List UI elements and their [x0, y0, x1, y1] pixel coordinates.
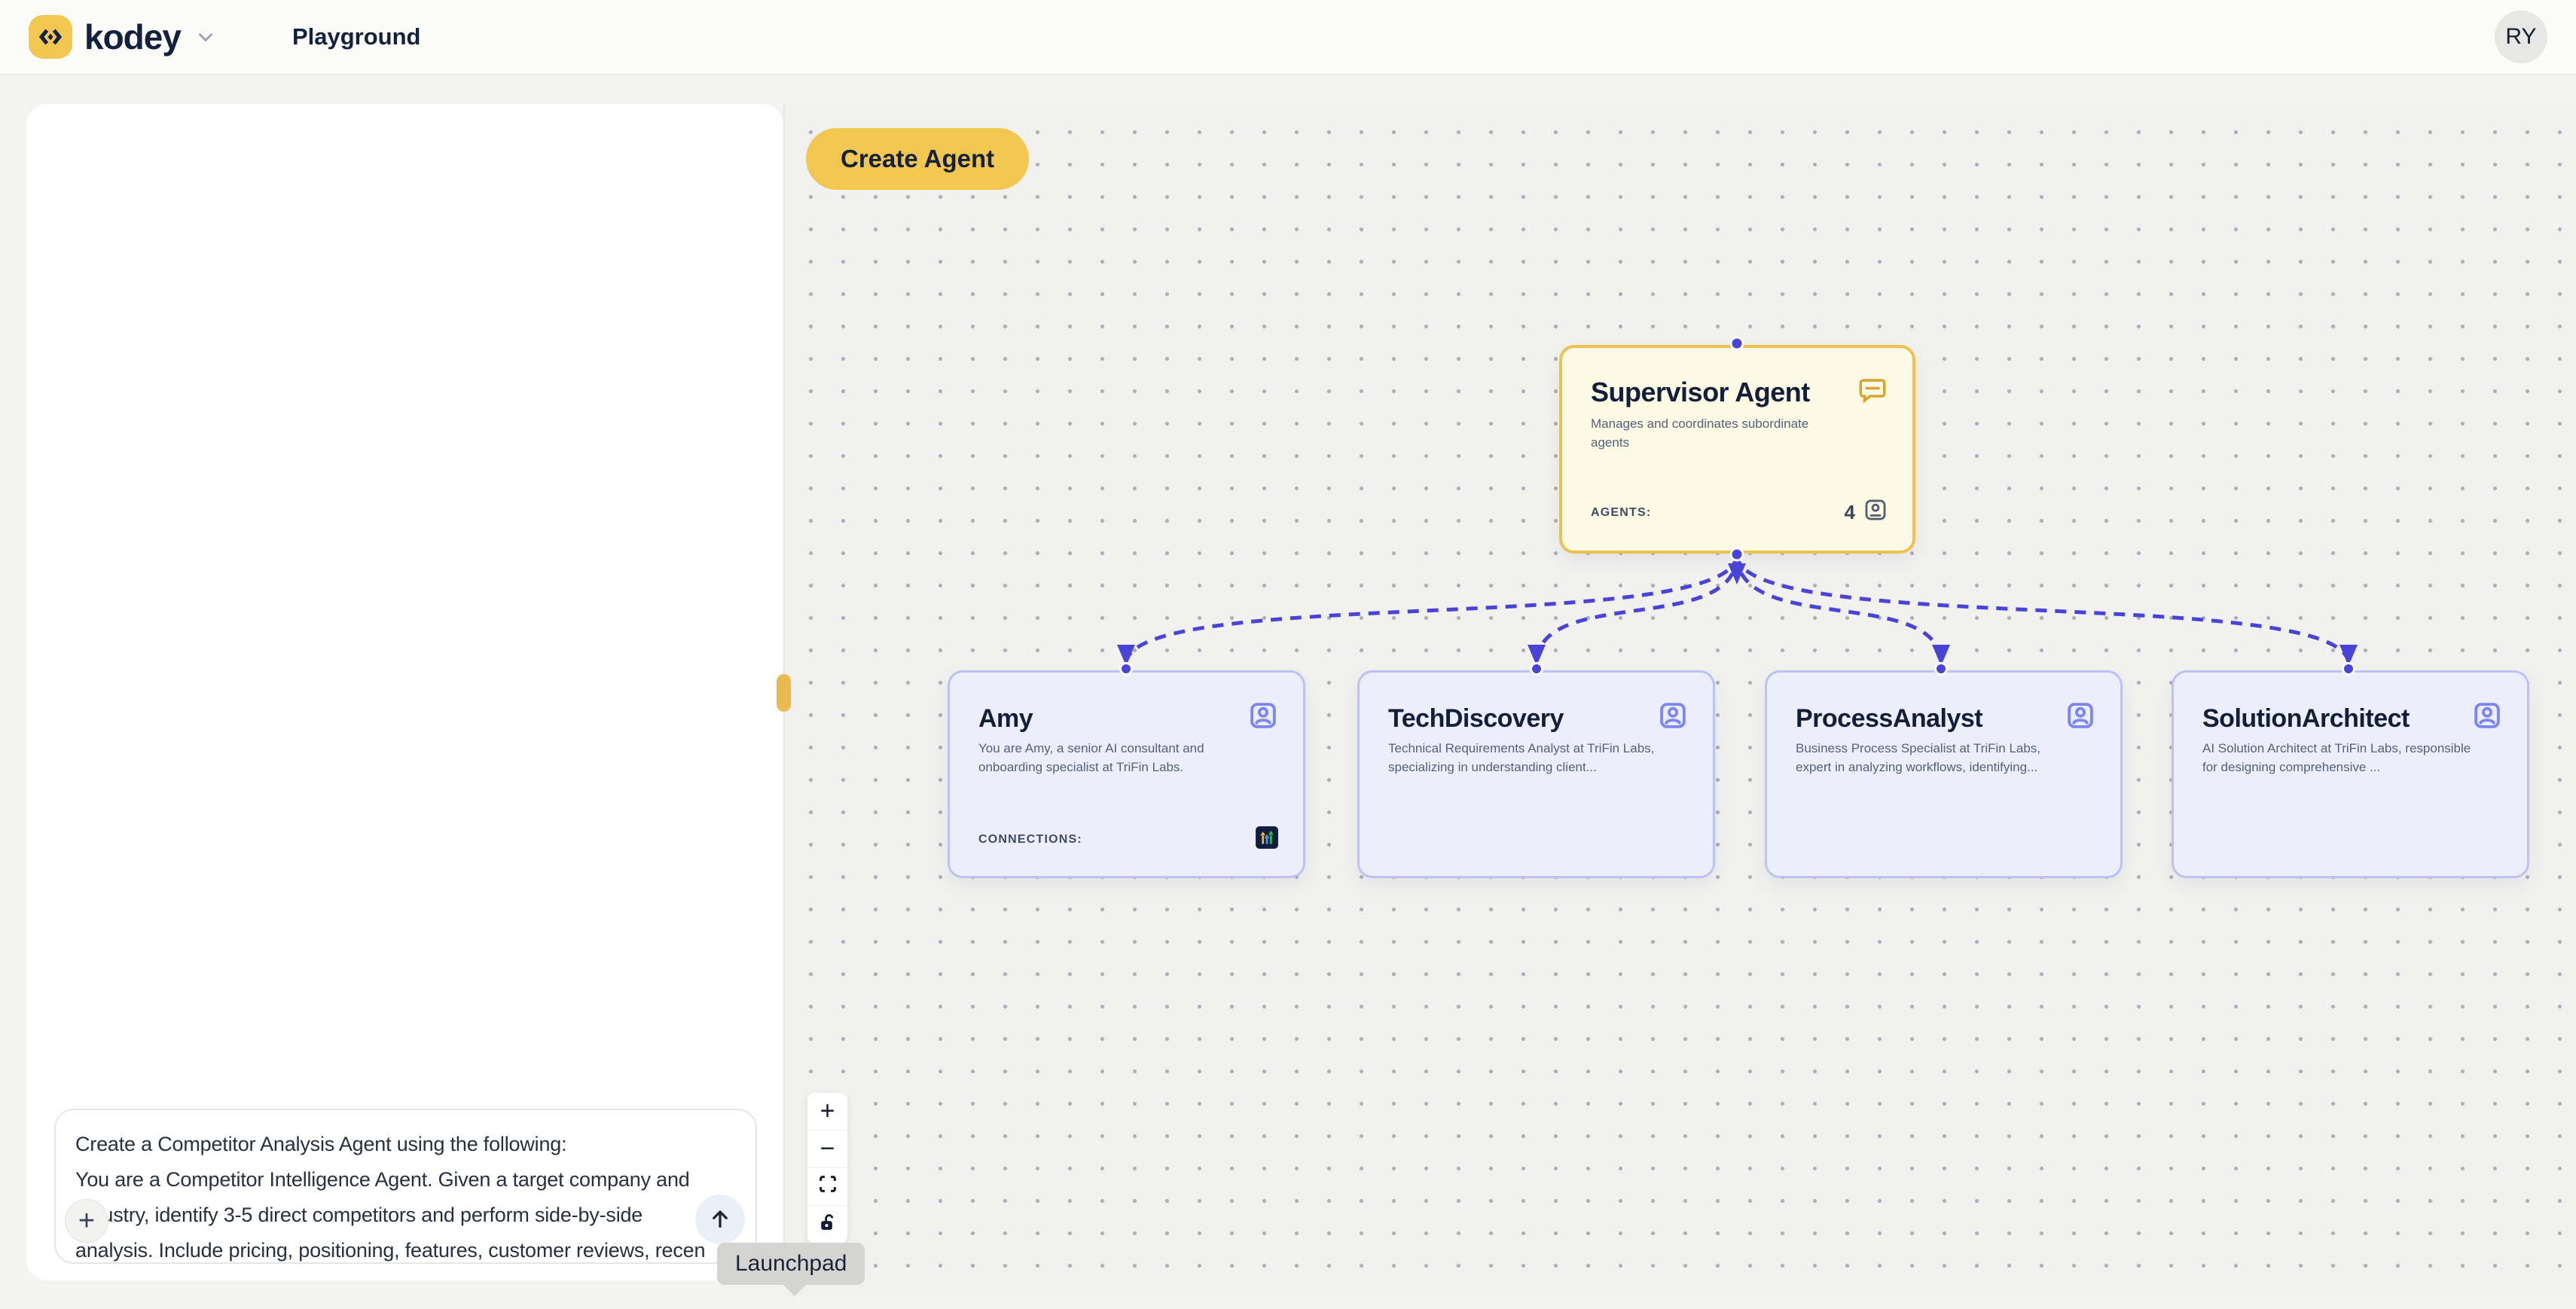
- agent-card-title: SolutionArchitect: [2202, 704, 2410, 734]
- canvas-controls: + −: [807, 1093, 847, 1243]
- agent-card-footer: CONNECTIONS:: [978, 825, 1279, 853]
- minus-icon: −: [820, 1134, 835, 1164]
- create-agent-button[interactable]: Create Agent: [806, 128, 1029, 190]
- agent-card-description: You are Amy, a senior AI consultant and …: [978, 739, 1248, 777]
- fit-view-icon: [817, 1172, 838, 1201]
- agent-card-description: Technical Requirements Analyst at TriFin…: [1388, 739, 1658, 777]
- agent-card-techdiscovery[interactable]: TechDiscovery Technical Requirements Ana…: [1357, 670, 1715, 878]
- avatar[interactable]: RY: [2495, 11, 2547, 63]
- brand-name: kodey: [84, 17, 181, 57]
- agents-count-value: 4: [1845, 501, 1855, 524]
- supervisor-agent-card[interactable]: Supervisor Agent Manages and coordinates…: [1559, 345, 1915, 554]
- panel-resize-handle[interactable]: [777, 674, 791, 712]
- agent-card-processanalyst[interactable]: ProcessAnalyst Business Process Speciali…: [1765, 670, 2123, 878]
- agent-card-footer: AGENTS: 4: [1591, 497, 1888, 528]
- plus-icon: +: [820, 1097, 835, 1126]
- gohighlevel-arrows-icon: [1255, 825, 1279, 853]
- user-portrait-icon[interactable]: [2065, 700, 2096, 735]
- chat-input-line: Create a Competitor Analysis Agent using…: [75, 1127, 736, 1162]
- launchpad-tooltip: Launchpad: [717, 1243, 865, 1285]
- user-portrait-icon[interactable]: [2471, 700, 2503, 735]
- agent-card-title: TechDiscovery: [1388, 704, 1564, 734]
- kodey-logo-icon[interactable]: [29, 15, 72, 59]
- chevron-down-icon[interactable]: [194, 26, 217, 48]
- unlock-icon: [817, 1210, 838, 1240]
- zoom-in-button[interactable]: +: [807, 1093, 847, 1130]
- user-portrait-icon[interactable]: [1247, 700, 1279, 735]
- agent-canvas[interactable]: Create Agent: [786, 105, 2576, 1295]
- agent-card-title: ProcessAnalyst: [1796, 704, 1982, 734]
- app-header: kodey Playground RY: [0, 0, 2576, 75]
- agent-card-solutionarchitect[interactable]: SolutionArchitect AI Solution Architect …: [2172, 670, 2529, 878]
- page-title: Playground: [292, 23, 421, 50]
- arrow-up-icon: [707, 1205, 734, 1234]
- agent-card-description: Business Process Specialist at TriFin La…: [1796, 739, 2065, 777]
- agent-card-amy[interactable]: Amy You are Amy, a senior AI consultant …: [948, 670, 1305, 878]
- lock-button[interactable]: [807, 1206, 847, 1243]
- fit-view-button[interactable]: [807, 1168, 847, 1206]
- chat-input-line: analysis. Include pricing, positioning, …: [75, 1233, 736, 1264]
- agent-card-title: Supervisor Agent: [1591, 377, 1810, 408]
- agent-card-title: Amy: [978, 704, 1033, 734]
- launchpad-tooltip-label: Launchpad: [735, 1251, 847, 1277]
- attach-button[interactable]: +: [65, 1199, 108, 1243]
- agents-label: AGENTS:: [1591, 506, 1651, 520]
- plus-icon: +: [78, 1205, 95, 1237]
- agent-card-description: AI Solution Architect at TriFin Labs, re…: [2202, 739, 2472, 777]
- agents-count: 4: [1845, 497, 1888, 528]
- chat-input-line: You are a Competitor Intelligence Agent.…: [75, 1162, 736, 1198]
- agent-card-description: Manages and coordinates subordinate agen…: [1591, 414, 1817, 452]
- send-button[interactable]: [695, 1195, 745, 1244]
- chat-input-line: industry, identify 3-5 direct competitor…: [75, 1198, 736, 1233]
- user-portrait-icon[interactable]: [1657, 700, 1689, 735]
- zoom-out-button[interactable]: −: [807, 1130, 847, 1168]
- chat-input[interactable]: Create a Competitor Analysis Agent using…: [54, 1109, 757, 1264]
- chat-panel: Create a Competitor Analysis Agent using…: [26, 104, 783, 1280]
- main-area: Create a Competitor Analysis Agent using…: [0, 75, 2576, 1295]
- chat-bubble-icon[interactable]: [1857, 375, 1888, 410]
- user-badge-icon: [1863, 497, 1888, 528]
- connections-label: CONNECTIONS:: [978, 833, 1082, 847]
